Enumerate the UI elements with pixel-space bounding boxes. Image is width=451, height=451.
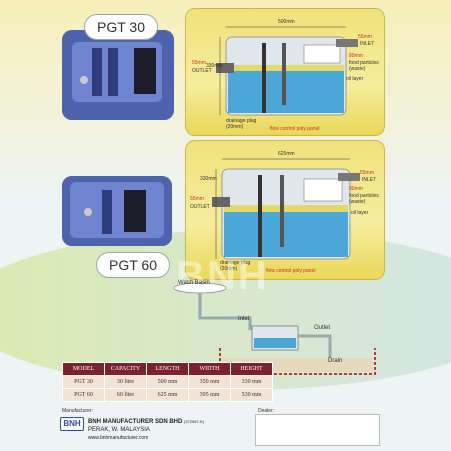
cell-capacity: 30 litre (104, 375, 147, 389)
top-oil-label: oil layer (346, 76, 364, 82)
bottom-width-dim: 625mm (278, 151, 295, 157)
spec-table-header-row: MODEL CAPACITY LENGTH WIDTH HEIGHT (62, 362, 273, 376)
company-info: BNH MANUFACTURER SDN BHD (372557-K) PERA… (88, 418, 204, 442)
cell-length: 625 mm (146, 388, 189, 402)
bnh-logo: BNH (60, 417, 84, 431)
bottom-inlet-dim: 55mm (360, 170, 374, 176)
header-capacity: CAPACITY (104, 362, 147, 376)
install-outlet: Outlet (314, 325, 331, 331)
pgt60-diagram-panel: 625mm 330mm 55mm INLET 55mm OUTLET 80mm … (185, 140, 385, 280)
cell-model: PGT 60 (62, 388, 105, 402)
top-inlet-dim: 55mm (358, 34, 372, 40)
dealer-label: Dealer: (258, 408, 275, 414)
pgt30-diagram-panel: 500mm 330mm 55mm INLET 55mm OUTLET 80mm … (185, 8, 385, 136)
dealer-box (255, 414, 380, 446)
install-drain: Drain (328, 358, 343, 364)
cell-capacity: 60 litre (104, 388, 147, 402)
top-panel-label: flow control poly panel (270, 126, 320, 132)
bottom-height-dim: 330mm (200, 176, 217, 182)
cell-width: 350 mm (188, 375, 231, 389)
spec-table: MODEL CAPACITY LENGTH WIDTH HEIGHT PGT 3… (62, 362, 273, 402)
header-width: WIDTH (188, 362, 231, 376)
bottom-outlet-label: OUTLET (190, 204, 210, 210)
cell-length: 500 mm (146, 375, 189, 389)
pgt60-label: PGT 60 (96, 252, 170, 278)
bottom-panel-label: flow control poly panel (266, 268, 316, 274)
company-website: www.bnhmanufacturer.com (88, 434, 149, 441)
pgt60-photo (62, 176, 172, 246)
top-plug-label: drainage plug (20mm) (226, 118, 257, 130)
manufacturer-label: Manufacturer: (62, 408, 93, 414)
top-outlet-dim: 55mm (192, 60, 206, 66)
bottom-food-label: food particles (waste) (349, 193, 379, 205)
install-wash-basin: Wash Basin (178, 280, 210, 286)
bottom-outlet-dim: 55mm (190, 196, 204, 202)
pgt60-tank-diagram (212, 158, 360, 260)
top-food-dim: 80mm (349, 53, 363, 59)
pgt60-unit-illustration (62, 176, 172, 246)
pgt30-unit-illustration (62, 30, 174, 120)
top-width-dim: 500mm (278, 19, 295, 25)
header-length: LENGTH (146, 362, 189, 376)
install-inlet: Inlet (238, 316, 250, 322)
cell-model: PGT 30 (62, 375, 105, 389)
table-row: PGT 60 60 litre 625 mm 395 mm 530 mm (62, 388, 273, 402)
bottom-food-dim: 80mm (349, 186, 363, 192)
header-height: HEIGHT (230, 362, 273, 376)
pgt30-label: PGT 30 (84, 14, 158, 40)
cell-height: 530 mm (230, 388, 273, 402)
table-row: PGT 30 30 litre 500 mm 350 mm 330 mm (62, 375, 273, 389)
bottom-inlet-label: INLET (362, 177, 377, 183)
bottom-plug-label: drainage plug (20mm) (220, 260, 251, 272)
top-outlet-label: OUTLET (192, 68, 212, 74)
company-location: PERAK, W. MALAYSIA (88, 427, 150, 434)
bottom-oil-label: oil layer (351, 210, 369, 216)
top-food-label: food particles (waste) (349, 60, 379, 72)
cell-width: 395 mm (188, 388, 231, 402)
company-name: BNH MANUFACTURER SDN BHD (88, 419, 183, 425)
pgt30-tank-diagram (216, 26, 358, 116)
top-inlet-label: INLET (360, 41, 375, 47)
top-height-dim: 330mm (206, 63, 223, 69)
cell-height: 330 mm (230, 375, 273, 389)
pgt30-photo (62, 30, 174, 120)
header-model: MODEL (62, 362, 105, 376)
company-reg: (372557-K) (184, 419, 205, 424)
